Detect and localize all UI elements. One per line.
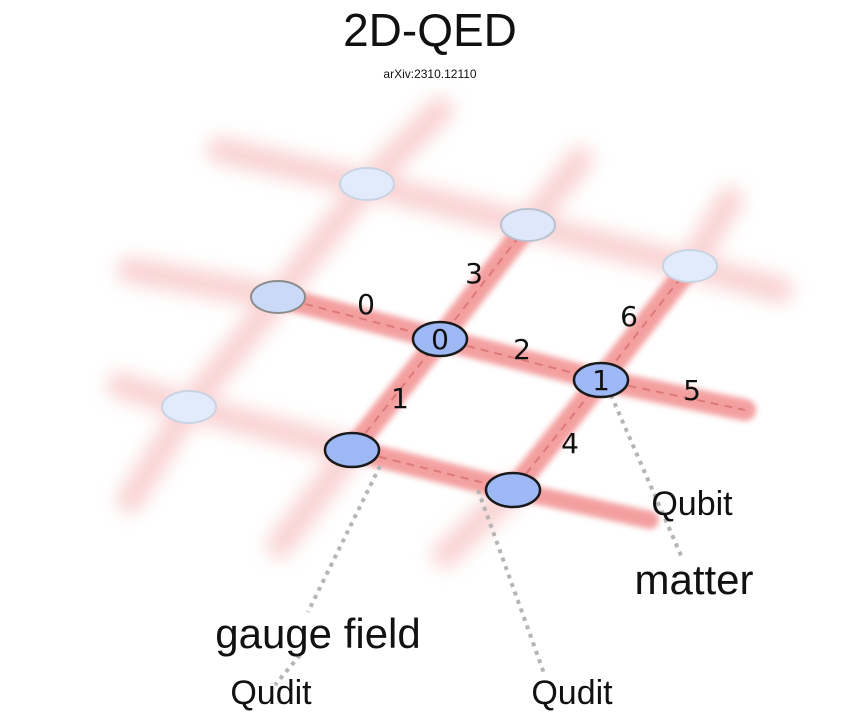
faded-node — [250, 280, 306, 314]
page-title: 2D-QED — [343, 4, 517, 56]
faded-nodes — [161, 167, 718, 424]
matter-label: matter — [634, 556, 753, 603]
leader-gauge-left — [306, 465, 382, 613]
link-bottom — [341, 439, 524, 501]
node-label-0: 0 — [431, 323, 449, 356]
matter-node — [323, 431, 381, 469]
link-label-4: 4 — [561, 427, 579, 460]
faded-node — [339, 167, 395, 201]
page-subtitle: arXiv:2310.12110 — [383, 67, 477, 81]
matter-qubit-label: Qubit — [651, 485, 733, 523]
link-label-2: 2 — [513, 333, 531, 366]
link-label-0: 0 — [357, 288, 375, 321]
bg-link — [515, 212, 703, 279]
link-label-1: 1 — [391, 382, 409, 415]
faded-node — [161, 390, 217, 424]
leader-gauge-left-lower — [273, 653, 302, 687]
bg-link — [176, 394, 365, 463]
link-dashes — [277, 224, 746, 491]
link-label-6: 6 — [620, 300, 638, 333]
gauge-field-label: gauge field — [215, 610, 421, 657]
matter-node — [484, 471, 542, 509]
matter-node-0 — [411, 320, 469, 358]
faded-node — [662, 249, 718, 283]
leader-gauge-right — [476, 489, 547, 677]
link-0 — [267, 286, 451, 350]
leader-matter — [609, 394, 685, 561]
faded-node — [500, 208, 556, 242]
matter-nodes — [323, 320, 630, 509]
node-label-1: 1 — [592, 364, 610, 397]
gauge-qudit-right-label: Qudit — [531, 674, 613, 712]
link-2 — [429, 328, 612, 391]
bg-link — [176, 284, 291, 420]
leader-lines — [273, 394, 685, 687]
matter-node-1 — [572, 361, 630, 399]
bg-link — [354, 171, 541, 238]
link-label-3: 3 — [465, 257, 483, 290]
link-label-5: 5 — [683, 374, 701, 407]
gauge-qudit-left-label: Qudit — [230, 674, 312, 712]
bg-link — [265, 171, 380, 310]
